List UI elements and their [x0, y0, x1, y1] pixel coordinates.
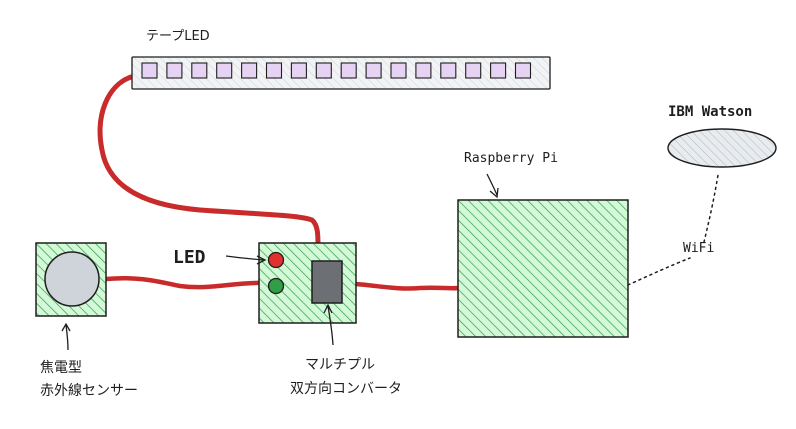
led-segment	[290, 62, 307, 79]
pyroelectric-sensor	[35, 242, 107, 317]
sensor-label-line2: 赤外線センサー	[40, 383, 138, 399]
sensor-lens	[44, 251, 100, 307]
led-segment	[191, 62, 208, 79]
sensor-label-line1: 焦電型	[40, 360, 82, 376]
led-segment	[241, 62, 258, 79]
converter-chip	[311, 260, 343, 304]
ibm-watson-cloud	[667, 128, 777, 168]
led-label: LED	[173, 247, 206, 268]
raspberry-pi-label: Raspberry Pi	[464, 151, 558, 166]
led-segment	[490, 62, 507, 79]
red-led	[267, 251, 285, 269]
tape-led-label: テープLED	[146, 29, 210, 44]
led-segment	[514, 62, 532, 79]
led-segment	[216, 62, 233, 79]
led-segment	[166, 62, 183, 79]
sensor-arrow	[61, 322, 71, 351]
led-segment	[390, 62, 407, 79]
ibm-watson-label: IBM Watson	[668, 104, 752, 120]
tape-led-strip	[131, 56, 551, 90]
led-segment	[265, 62, 283, 79]
raspberry-pi-board	[457, 199, 629, 338]
green-led	[267, 277, 285, 295]
wire-sensor-to-board	[103, 275, 265, 290]
led-segment	[440, 62, 457, 79]
mux-label-line1: マルチプル	[305, 357, 375, 373]
raspberry-pi-arrow	[486, 173, 499, 199]
led-segment	[141, 62, 158, 79]
control-board	[258, 242, 357, 324]
led-arrow	[225, 255, 267, 265]
led-segment	[365, 62, 382, 79]
wifi-link	[627, 174, 719, 286]
wire-tape-to-board	[97, 74, 321, 249]
chip-arrow	[323, 303, 334, 346]
wifi-label: WiFi	[683, 241, 714, 256]
led-segment	[415, 62, 432, 79]
led-segment	[465, 62, 482, 79]
wire-board-to-pi	[353, 281, 461, 291]
mux-label-line2: 双方向コンバータ	[290, 381, 402, 397]
led-segment	[340, 62, 357, 79]
led-segment	[315, 62, 332, 79]
